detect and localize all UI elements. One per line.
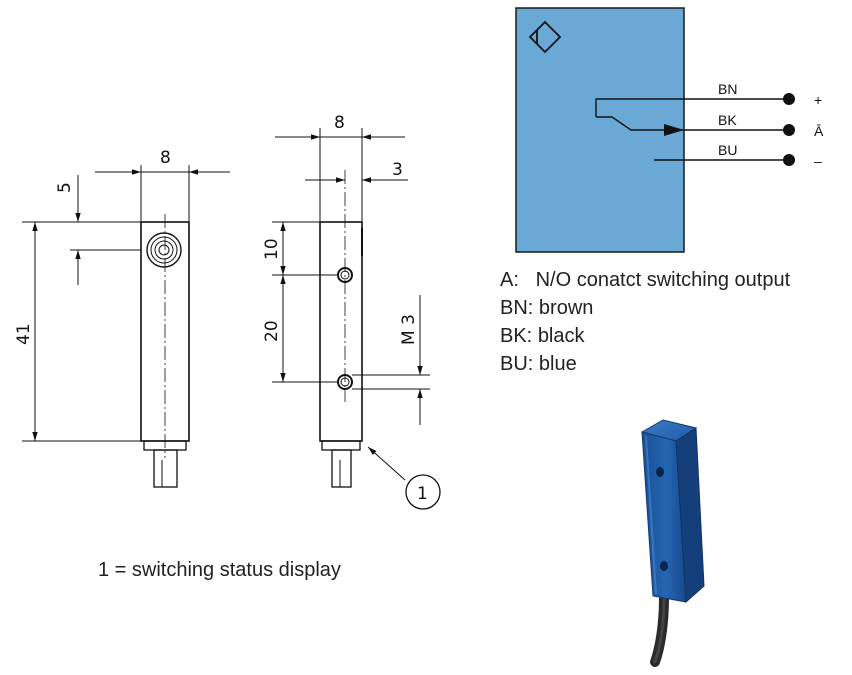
dim-front-length: 41 [14,323,34,345]
dim-front-width: 8 [160,148,171,168]
dim-side-width: 8 [334,113,345,133]
terminal-bn [783,93,795,105]
legend-row-a: A: N/O conatct switching output [500,269,791,291]
front-view [22,165,230,488]
terminal-bk [783,124,795,136]
dim-side-offset: 3 [392,160,403,180]
front-cable [153,449,178,488]
legend: A: N/O conatct switching output BN: brow… [500,266,790,378]
side-base [321,440,361,451]
side-body [319,221,363,442]
side-cable [331,449,352,488]
switching-status-note: 1 = switching status display [98,559,341,581]
sensor-symbol-icon [528,20,562,54]
wire-label-bk: BK [718,112,737,128]
dim-side-top-to-hole: 10 [262,238,282,260]
dim-side-hole-spacing: 20 [262,320,282,342]
terminal-bu [783,154,795,166]
wire-symbol-minus: – [814,153,822,169]
side-view [272,128,441,510]
wire-symbol-abar: Ā [814,123,824,139]
dim-thread: M 3 [399,314,419,345]
wire-symbol-plus: + [814,92,822,108]
legend-row-bn: BN: brown [500,297,594,319]
wiring-schematic [515,7,795,253]
dim-front-hole-offset: 5 [55,182,75,193]
wire-label-bu: BU [718,142,737,158]
wire-label-bn: BN [718,81,737,97]
callout-number: 1 [417,484,428,504]
legend-row-bk: BK: black [500,325,585,347]
sensor-product-image [640,419,705,667]
legend-row-bu: BU: blue [500,353,577,375]
